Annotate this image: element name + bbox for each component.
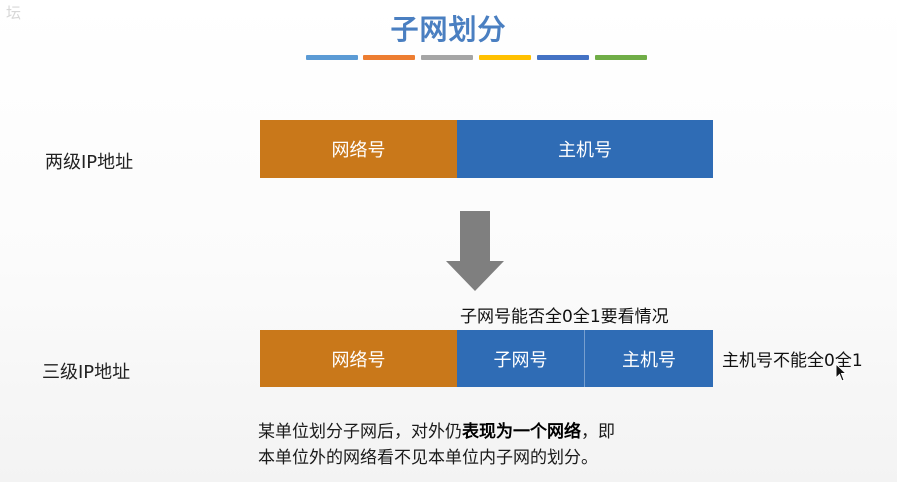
color-bar-4	[479, 55, 531, 60]
three-level-subnet-block: 子网号	[457, 330, 585, 387]
two-level-network-label: 网络号	[331, 140, 386, 161]
three-level-subnet-label: 子网号	[493, 349, 548, 371]
description-text: 某单位划分子网后，对外仍表现为一个网络，即 本单位外的网络看不见本单位内子网的划…	[258, 419, 615, 471]
color-bar-1	[306, 55, 358, 60]
watermark: 坛	[6, 4, 24, 22]
mouse-cursor-icon	[835, 363, 848, 382]
two-level-label: 两级IP地址	[45, 152, 134, 173]
two-level-host-label: 主机号	[558, 140, 612, 161]
three-level-host-label: 主机号	[622, 349, 676, 371]
subnet-rule-note: 子网号能否全0全1要看情况	[460, 307, 669, 327]
host-rule-note: 主机号不能全0全1	[722, 351, 863, 371]
color-bar-6	[595, 55, 647, 60]
two-level-host-block: 主机号	[457, 120, 713, 178]
color-bar-5	[537, 55, 589, 60]
down-arrow-icon	[446, 211, 504, 291]
three-level-network-block: 网络号	[260, 330, 457, 387]
description-line-1: 某单位划分子网后，对外仍表现为一个网络，即	[258, 419, 615, 445]
three-level-host-block: 主机号	[585, 330, 713, 387]
color-bar-2	[363, 55, 415, 60]
description-line-1-bold: 表现为一个网络	[462, 422, 581, 442]
description-line-1-suffix: ，即	[581, 422, 615, 442]
page-title: 子网划分	[390, 13, 507, 46]
description-line-2: 本单位外的网络看不见本单位内子网的划分。	[258, 448, 598, 468]
down-arrow-shape	[446, 211, 504, 291]
three-level-label: 三级IP地址	[42, 362, 131, 383]
description-line-1-prefix: 某单位划分子网后，对外仍	[258, 422, 462, 442]
two-level-network-block: 网络号	[260, 120, 457, 178]
three-level-network-label: 网络号	[331, 349, 386, 371]
color-bar-3	[421, 55, 473, 60]
